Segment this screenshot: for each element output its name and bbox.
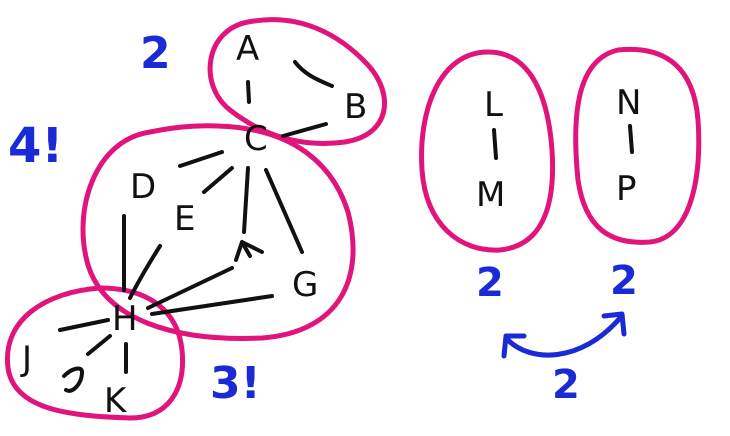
node-d: D xyxy=(130,167,156,207)
count-swap: 2 xyxy=(552,362,580,408)
count-top-group: 2 xyxy=(140,28,171,79)
node-g: G xyxy=(292,265,318,305)
edge-e-h xyxy=(128,244,162,300)
group-outlines xyxy=(4,17,702,421)
edge-a-i xyxy=(246,80,251,104)
node-a: A xyxy=(236,29,259,69)
swap-arrow-curve xyxy=(505,315,623,358)
edge-n-p xyxy=(628,124,634,154)
edge-a-b xyxy=(293,60,334,88)
group-outline-lm xyxy=(419,49,556,253)
edge-c-d xyxy=(178,150,224,168)
edge-h-j xyxy=(58,318,110,332)
swap-arrow-left-head xyxy=(501,333,527,359)
swap-arrow-right-head xyxy=(601,311,627,337)
edge-g-h xyxy=(150,294,274,316)
node-c: C xyxy=(244,119,268,159)
group-outline-hijk xyxy=(4,285,186,421)
edge-c-f xyxy=(242,166,250,234)
pair-edges xyxy=(492,124,634,160)
edge-h-i xyxy=(86,334,112,356)
count-lm-group: 2 xyxy=(476,260,504,306)
count-bottom-group: 3! xyxy=(210,358,261,409)
edge-c-g xyxy=(264,168,304,254)
node-f-glyph xyxy=(234,240,264,262)
group-outline-abc xyxy=(207,17,388,146)
edge-l-m xyxy=(492,128,498,160)
swap-arrow xyxy=(501,311,627,359)
group-outline-cdefgh xyxy=(80,123,356,341)
edge-b-c xyxy=(281,122,328,138)
node-f xyxy=(234,240,264,262)
graph-edges xyxy=(58,60,334,374)
edge-c-e xyxy=(202,166,234,194)
group-outline-np xyxy=(573,46,702,245)
node-i-lower xyxy=(62,366,84,393)
node-p: P xyxy=(616,169,637,209)
node-j: J xyxy=(20,339,32,379)
count-left-group: 4! xyxy=(8,118,63,174)
node-m: M xyxy=(476,175,505,215)
node-n: N xyxy=(616,83,641,123)
node-l: L xyxy=(484,85,503,125)
count-np-group: 2 xyxy=(610,258,638,304)
node-b: B xyxy=(344,87,367,127)
node-k: K xyxy=(104,381,128,421)
node-e: E xyxy=(174,199,195,239)
edge-f-h xyxy=(146,266,234,310)
node-i-lower-glyph xyxy=(62,366,84,393)
node-h: H xyxy=(112,299,138,339)
